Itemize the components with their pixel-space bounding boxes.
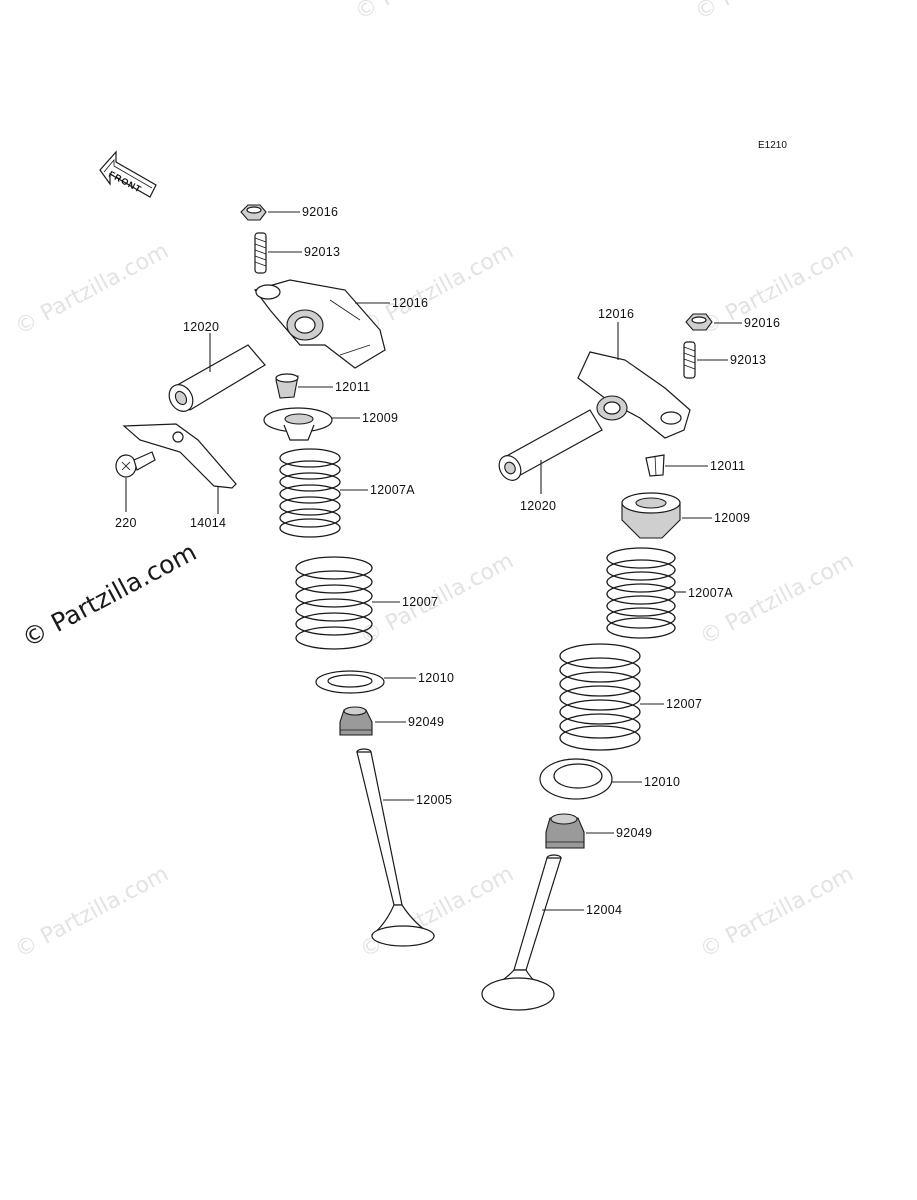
plate-14014 — [122, 423, 237, 489]
screw-92013-left — [254, 232, 267, 274]
part-label: 92049 — [616, 826, 652, 840]
watermark: © Partzilla.com — [11, 239, 173, 341]
part-label: 12007 — [402, 595, 438, 609]
part-label: 12009 — [362, 411, 398, 425]
part-label: 12016 — [392, 296, 428, 310]
front-arrow: FRONT — [99, 150, 157, 198]
cotter-12011-right — [645, 454, 665, 477]
part-label: 12005 — [416, 793, 452, 807]
part-label: 92016 — [744, 316, 780, 330]
nut-92016-right — [685, 313, 713, 331]
inner-spring-12007A-left — [279, 448, 341, 538]
valve-12004 — [481, 854, 562, 1011]
part-label: 92016 — [302, 205, 338, 219]
watermark: © Partzilla.com — [11, 862, 173, 964]
part-label: 12007 — [666, 697, 702, 711]
watermark: © Partzilla.com — [696, 862, 858, 964]
diagram-code: E1210 — [758, 140, 787, 151]
nut-92016-left — [240, 204, 267, 221]
inner-spring-12007A-right — [606, 547, 676, 639]
part-label: 12010 — [644, 775, 680, 789]
part-label: 12004 — [586, 903, 622, 917]
part-label: 12020 — [183, 320, 219, 334]
rocker-arm-12016-left — [253, 279, 386, 369]
left-valve-assembly: 92016 92013 12016 12020 — [115, 204, 454, 947]
watermark: © Partzilla.com — [356, 239, 518, 341]
part-label: 12007A — [370, 483, 415, 497]
outer-spring-12007-left — [295, 556, 373, 650]
right-valve-assembly: 12016 92016 92013 12020 12011 — [481, 307, 780, 1011]
seal-92049-right — [545, 813, 585, 849]
part-label: 12009 — [714, 511, 750, 525]
part-label: 220 — [115, 516, 137, 530]
retainer-12009-left — [263, 407, 333, 441]
watermark: © Partzilla.com — [356, 862, 518, 964]
part-label: 12010 — [418, 671, 454, 685]
part-label: 12011 — [335, 380, 370, 394]
seal-92049-left — [339, 706, 373, 736]
watermark-main: © Partzilla.com — [17, 537, 201, 653]
watermark: © Partzilla.com — [691, 0, 853, 25]
outer-spring-12007-right — [559, 643, 641, 751]
part-label: 92013 — [730, 353, 766, 367]
screw-92013-right — [683, 341, 696, 379]
retainer-12009-right — [621, 492, 681, 539]
part-label: 14014 — [190, 516, 226, 530]
rocker-arm-12016-right — [577, 351, 691, 439]
part-label: 12016 — [598, 307, 634, 321]
screw-220 — [115, 451, 156, 478]
part-label: 92049 — [408, 715, 444, 729]
washer-12010-right — [539, 758, 613, 800]
watermark: © Partzilla.com — [351, 0, 513, 25]
valve-12005 — [356, 748, 436, 947]
part-label: 92013 — [304, 245, 340, 259]
shaft-12020-left — [168, 333, 266, 412]
part-label: 12020 — [520, 499, 556, 513]
shaft-12020-right — [498, 409, 603, 494]
watermark-layer: © Partzilla.com © Partzilla.com © Partzi… — [11, 0, 858, 963]
cotter-12011-left — [275, 373, 299, 399]
part-label: 12007A — [688, 586, 733, 600]
washer-12010-left — [315, 670, 385, 694]
part-label: 12011 — [710, 459, 745, 473]
